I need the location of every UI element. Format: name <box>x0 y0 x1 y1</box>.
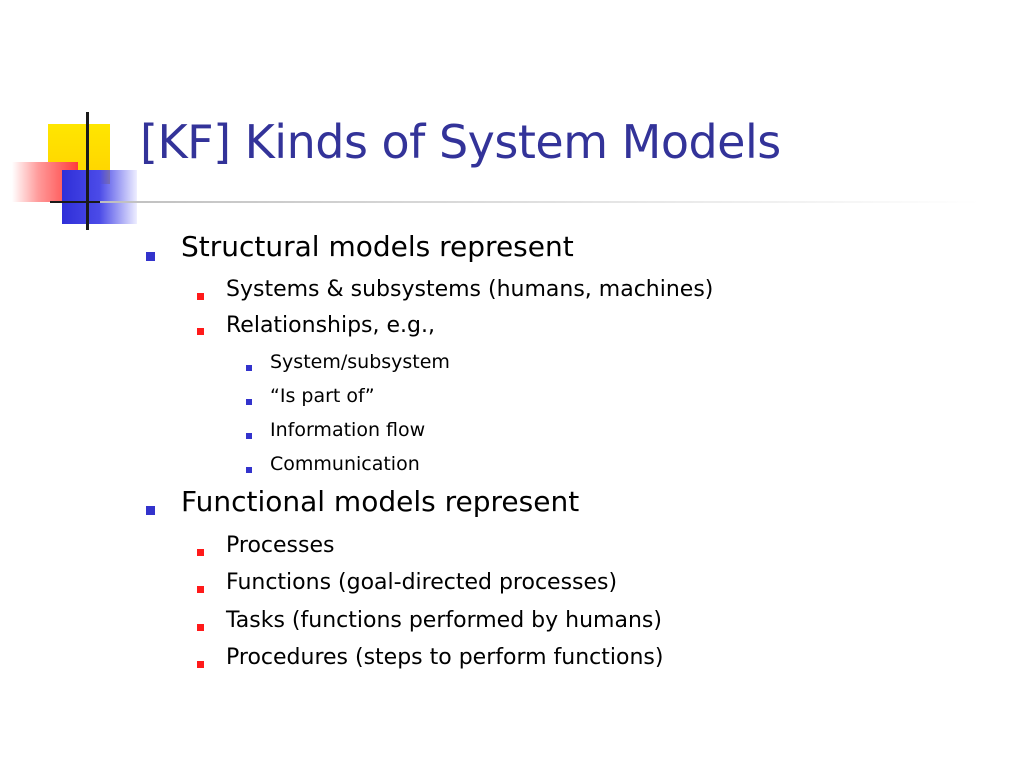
logo-vertical-line <box>86 112 89 230</box>
sub-sub-bullet-item: “Is part of” <box>270 385 375 407</box>
sub-bullet-item: Processes <box>226 533 335 558</box>
bullet-square-icon <box>246 433 252 439</box>
logo-blue-square <box>62 170 137 224</box>
bullet-square-icon <box>197 624 204 631</box>
bullet-functional: Functional models represent <box>181 485 580 518</box>
slide-title: [KF] Kinds of System Models <box>140 115 781 169</box>
bullet-square-icon <box>246 365 252 371</box>
logo-horizontal-line <box>50 201 140 203</box>
sub-bullet-systems: Systems & subsystems (humans, machines) <box>226 277 714 302</box>
bullet-square-icon <box>197 328 204 335</box>
bullet-square-icon <box>197 549 204 556</box>
bullet-square-icon <box>146 506 155 515</box>
sub-bullet-relationships: Relationships, e.g., <box>226 313 435 338</box>
sub-sub-bullet-item: Communication <box>270 453 420 475</box>
sub-sub-bullet-item: Information flow <box>270 419 426 441</box>
sub-bullet-item: Procedures (steps to perform functions) <box>226 645 664 670</box>
bullet-square-icon <box>146 252 155 261</box>
bullet-square-icon <box>197 661 204 668</box>
bullet-square-icon <box>197 293 204 300</box>
sub-sub-bullet-item: System/subsystem <box>270 351 450 373</box>
bullet-structural: Structural models represent <box>181 230 574 263</box>
sub-bullet-item: Tasks (functions performed by humans) <box>226 608 662 633</box>
title-underline-rule <box>100 201 980 203</box>
bullet-square-icon <box>246 467 252 473</box>
bullet-square-icon <box>197 586 204 593</box>
bullet-square-icon <box>246 399 252 405</box>
sub-bullet-item: Functions (goal-directed processes) <box>226 570 618 595</box>
